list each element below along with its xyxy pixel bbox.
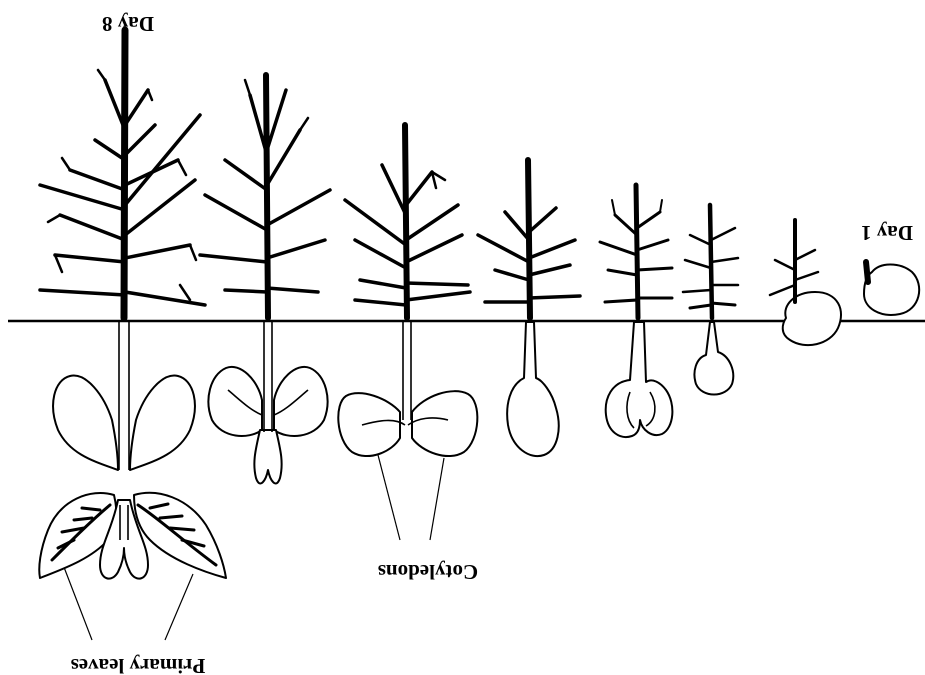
cotyledons-leader-lines	[378, 455, 444, 540]
seedling-day-5	[478, 160, 580, 456]
seedling-day-8	[39, 30, 226, 579]
seedling-day-2	[770, 220, 841, 345]
label-cotyledons: Cotyledons	[378, 560, 478, 584]
seedling-day-6	[338, 125, 477, 456]
seedling-day-7	[200, 75, 330, 483]
label-day-1: Day 1	[861, 221, 913, 245]
seedling-day-4	[600, 185, 672, 437]
seedling-day-1	[864, 262, 919, 315]
primary-leaves-leader-lines	[62, 562, 193, 640]
seedling-day-3	[683, 205, 738, 395]
label-primary-leaves: Primary leaves	[71, 654, 206, 675]
